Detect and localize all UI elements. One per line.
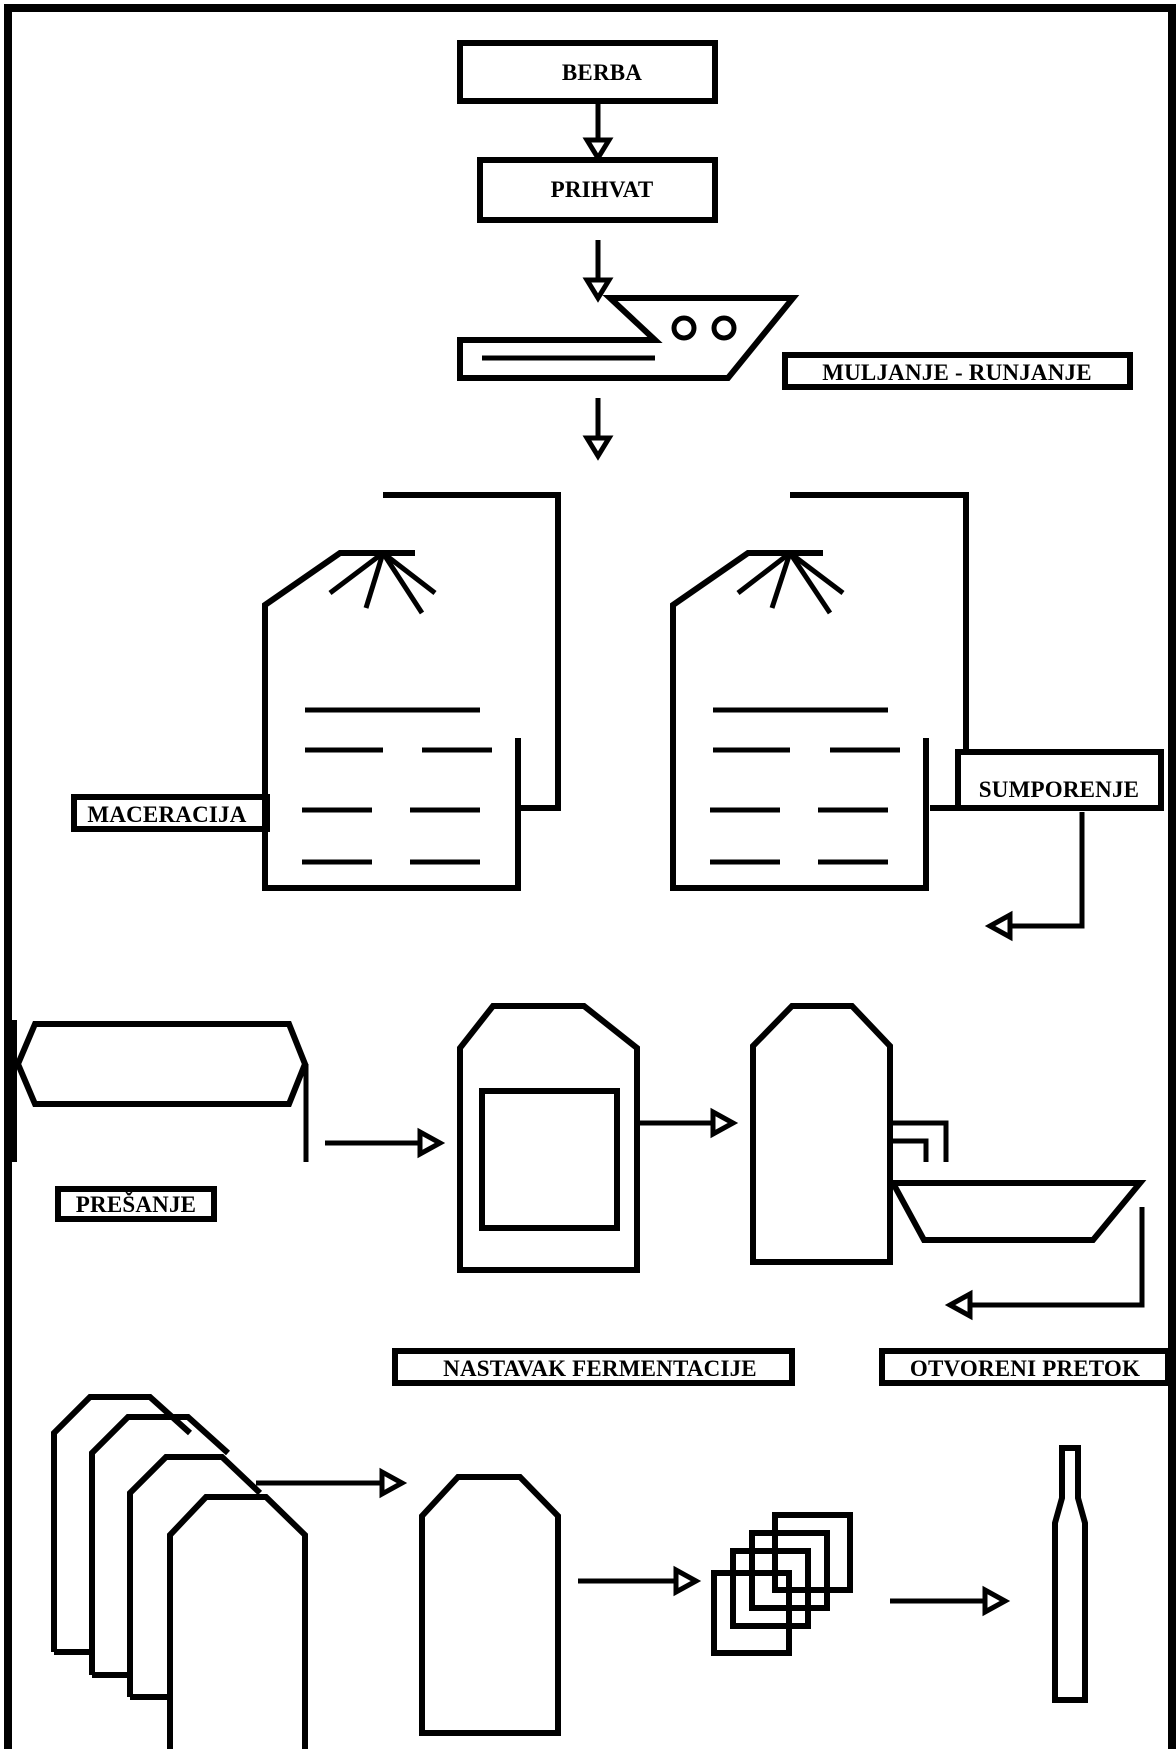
maceration-tank-left — [262, 492, 561, 891]
fermentation-tank — [457, 1003, 640, 1273]
nastavak-label: NASTAVAK FERMENTACIJE — [443, 1356, 757, 1381]
maturation-tanks-stack — [51, 1394, 308, 1749]
muljanje-label: MULJANJE - RUNJANJE — [822, 360, 1092, 385]
filter-plates — [711, 1512, 853, 1656]
press-machine — [11, 1020, 309, 1162]
berba-label: BERBA — [562, 60, 642, 85]
outer-frame — [4, 4, 1176, 1749]
sumporenje-label: SUMPORENJE — [979, 777, 1139, 802]
berba-box: BERBA — [457, 40, 718, 104]
arrow-maturation-final — [256, 1467, 408, 1499]
arrow-press-fermentation — [325, 1127, 446, 1159]
arrow-fermentation-racking — [640, 1107, 739, 1139]
arrow-tank-filter — [578, 1565, 702, 1597]
sumporenje-box: SUMPORENJE — [955, 749, 1164, 811]
arrow-crusher-tanks — [582, 398, 614, 461]
arrow-prihvat-crusher — [582, 240, 614, 303]
maceracija-box: MACERACIJA — [71, 794, 270, 832]
nastavak-fermentacije-box: NASTAVAK FERMENTACIJE — [392, 1348, 795, 1386]
racking-tank — [750, 1003, 949, 1265]
maceration-tank-right — [670, 492, 969, 891]
presanje-box: PREŠANJE — [55, 1186, 217, 1222]
muljanje-box: MULJANJE - RUNJANJE — [782, 352, 1133, 390]
maceracija-label: MACERACIJA — [87, 802, 246, 827]
prihvat-label: PRIHVAT — [551, 177, 654, 202]
bottle — [1052, 1445, 1088, 1703]
arrow-filter-bottle — [890, 1585, 1011, 1617]
racking-trough — [887, 1180, 1147, 1243]
otvoreni-pretok-box: OTVORENI PRETOK — [879, 1348, 1171, 1386]
prihvat-box: PRIHVAT — [477, 157, 718, 223]
pretok-label: OTVORENI PRETOK — [910, 1356, 1140, 1381]
arrow-berba-prihvat — [582, 101, 614, 163]
arrow-sumporenje-down — [984, 812, 1085, 942]
presanje-label: PREŠANJE — [76, 1191, 196, 1217]
arrow-trough-down — [944, 1207, 1145, 1321]
crusher-destemmer-machine — [457, 295, 800, 381]
final-tank — [419, 1474, 561, 1736]
